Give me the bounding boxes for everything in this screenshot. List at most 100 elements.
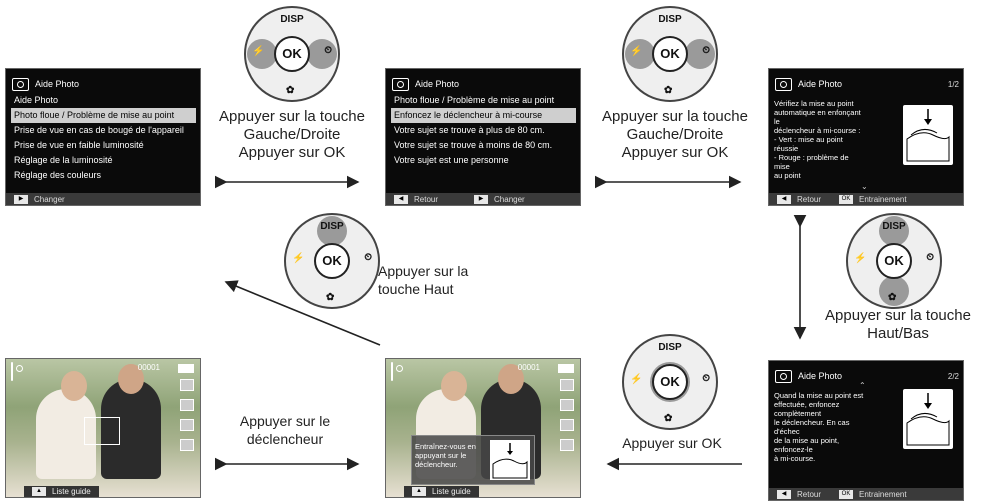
caption-line: Gauche/Droite — [626, 126, 724, 143]
screen-bottom-bar: ◀ Retour ▶ Changer — [386, 193, 580, 205]
screen-shooting-photo: 00001 ▲ Liste guide — [5, 358, 201, 498]
metering-icon — [560, 419, 574, 431]
timer-icon[interactable]: ⏲ — [926, 252, 934, 263]
caption-line: Appuyer sur la touche — [219, 108, 365, 125]
caption-line: Appuyer sur OK — [621, 144, 729, 161]
overlay-line: Entraînez-vous en — [415, 442, 476, 451]
control-pad-up: DISP ⚡ ⏲ ✿ OK — [284, 213, 380, 309]
training-label: Entrainement — [859, 489, 907, 499]
ok-button[interactable]: OK — [652, 36, 688, 72]
battery-icon — [178, 364, 194, 373]
guide-label: Liste guide — [52, 487, 91, 496]
flash-icon — [180, 439, 194, 451]
flash-icon[interactable]: ⚡ — [630, 374, 643, 385]
macro-icon[interactable]: ✿ — [664, 85, 673, 96]
menu-heading: Photo floue / Problème de mise au point — [394, 95, 555, 105]
menu-item[interactable]: Prise de vue en faible luminosité — [14, 140, 144, 150]
help-line: - Vert : mise au point réussie — [774, 135, 843, 153]
arrow-to-s1 — [224, 280, 381, 346]
disp-button[interactable]: DISP — [882, 221, 906, 232]
timer-icon[interactable]: ⏲ — [702, 373, 710, 384]
help-line: Vérifiez la mise au point — [774, 99, 854, 108]
screen-header: Aide Photo 2/2 — [775, 367, 959, 385]
caption-line: déclencheur — [246, 431, 324, 447]
image-size-icon — [560, 379, 574, 391]
menu-item[interactable]: Votre sujet se trouve à moins de 80 cm. — [394, 140, 553, 150]
help-line: automatique en enfonçant le — [774, 108, 861, 126]
caption-line: Gauche/Droite — [243, 126, 341, 143]
back-label: Retour — [797, 489, 822, 499]
flash-icon[interactable]: ⚡ — [854, 253, 867, 264]
caption-shutter: Appuyer sur le déclencheur — [220, 412, 350, 448]
macro-icon[interactable]: ✿ — [286, 85, 295, 96]
disp-button[interactable]: DISP — [658, 342, 682, 353]
menu-item[interactable]: Prise de vue en cas de bougé de l'appare… — [14, 125, 184, 135]
flash-icon[interactable]: ⚡ — [252, 46, 265, 57]
disp-button[interactable]: DISP — [320, 221, 344, 232]
training-overlay: Entraînez-vous en appuyant sur le déclen… — [411, 435, 535, 485]
up-key-icon: ▲ — [412, 487, 426, 496]
help-line: au point — [774, 171, 801, 180]
up-key-icon: ▲ — [32, 487, 46, 496]
screen-training-photo: 00001 Entraînez-vous en appuyant sur le … — [385, 358, 581, 498]
ok-button[interactable]: OK — [876, 243, 912, 279]
screen-title: Aide Photo — [415, 79, 460, 89]
menu-item[interactable]: Votre sujet se trouve à plus de 80 cm. — [394, 125, 545, 135]
caption-line: Appuyer sur OK — [238, 144, 346, 161]
control-pad-up-down: DISP ⚡ ⏲ ✿ OK — [846, 213, 942, 309]
help-line: à mi-course. — [774, 454, 816, 463]
disp-button[interactable]: DISP — [280, 14, 304, 25]
ok-button[interactable]: OK — [274, 36, 310, 72]
caption-line: Appuyer sur la — [378, 263, 469, 279]
menu-item[interactable]: Votre sujet est une personne — [394, 155, 509, 165]
macro-icon[interactable]: ✿ — [664, 413, 673, 424]
menu-item[interactable]: Enfoncez le déclencheur à mi-course — [391, 108, 576, 123]
left-key-icon: ◀ — [777, 194, 791, 204]
guide-list-bar: ▲ Liste guide — [404, 486, 479, 497]
screen-title: Aide Photo — [35, 79, 80, 89]
timer-icon[interactable]: ⏲ — [364, 252, 372, 263]
ok-button[interactable]: OK — [314, 243, 350, 279]
control-pad-left-right: DISP ⚡ ⏲ ✿ OK — [244, 6, 340, 102]
disp-button[interactable]: DISP — [658, 14, 682, 25]
macro-icon[interactable]: ✿ — [326, 292, 335, 303]
screen-title: Aide Photo — [798, 371, 843, 381]
menu-item[interactable]: Photo floue / Problème de mise au point — [11, 108, 196, 123]
guide-list-bar: ▲ Liste guide — [24, 486, 99, 497]
flash-icon[interactable]: ⚡ — [630, 46, 643, 57]
help-line: - Rouge : problème de mise — [774, 153, 849, 171]
guide-label: Liste guide — [432, 487, 471, 496]
camera-icon — [392, 77, 409, 91]
battery-icon — [558, 364, 574, 373]
screen-title: Aide Photo — [798, 79, 843, 89]
shot-counter: 00001 — [137, 363, 160, 372]
menu-item[interactable]: Réglage des couleurs — [14, 170, 102, 180]
macro-icon[interactable]: ✿ — [888, 292, 897, 303]
caption-line: Appuyer sur OK — [622, 435, 722, 451]
ok-button[interactable]: OK — [652, 364, 688, 400]
help-text: Quand la mise au point est effectuée, en… — [774, 391, 874, 463]
page-indicator: 2/2 — [947, 371, 959, 381]
help-line: Quand la mise au point est — [774, 391, 864, 400]
change-label: Changer — [34, 194, 65, 204]
camera-icon — [12, 77, 29, 91]
right-key-icon: ▶ — [14, 194, 28, 204]
ok-key-icon: OK — [839, 194, 854, 204]
control-pad-left-right: DISP ⚡ ⏲ ✿ OK — [622, 6, 718, 102]
ok-key-icon: OK — [839, 489, 854, 499]
help-line: de la mise au point, enfoncez-le — [774, 436, 840, 454]
screen-bottom-bar: ▶ Changer — [6, 193, 200, 205]
menu-item[interactable]: Réglage de la luminosité — [14, 155, 113, 165]
screen-bottom-bar: ◀ Retour OK Entrainement — [769, 488, 963, 500]
caption-ok: Appuyer sur OK — [612, 434, 732, 452]
caption-left-right-ok: Appuyer sur la touche Gauche/Droite Appu… — [582, 108, 768, 162]
timer-icon[interactable]: ⏲ — [324, 45, 332, 56]
camera-icon — [775, 369, 792, 383]
caption-line: Haut/Bas — [867, 325, 929, 342]
screen-help-menu: Aide Photo Aide Photo Photo floue / Prob… — [5, 68, 201, 206]
caption-up-down: Appuyer sur la touche Haut/Bas — [812, 307, 984, 343]
timer-icon[interactable]: ⏲ — [702, 45, 710, 56]
help-text: Vérifiez la mise au point automatique en… — [774, 99, 866, 180]
flash-icon[interactable]: ⚡ — [292, 253, 305, 264]
screen-header: Aide Photo — [12, 75, 196, 93]
